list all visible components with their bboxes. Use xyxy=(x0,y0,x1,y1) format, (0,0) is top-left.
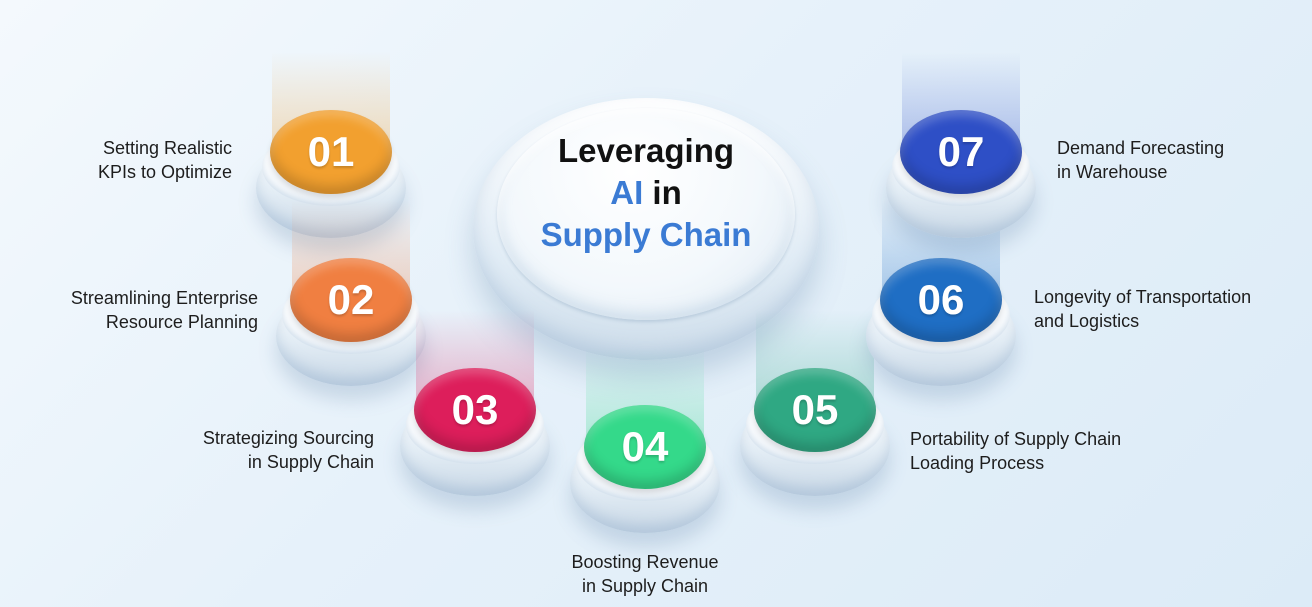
step-04-label-line2: in Supply Chain xyxy=(581,576,709,596)
step-05-label-line1: Portability of Supply Chain xyxy=(910,429,1122,449)
hub-title-in: in xyxy=(643,174,682,211)
step-07-label-line1: Demand Forecasting xyxy=(1057,138,1225,158)
step-02-label: Streamlining Enterprise Resource Plannin… xyxy=(71,286,258,334)
step-02-number: 02 xyxy=(327,276,375,323)
step-07-label: Demand Forecasting in Warehouse xyxy=(1057,136,1224,184)
hub-disc xyxy=(497,108,795,320)
step-03-number: 03 xyxy=(451,386,499,433)
step-01-number: 01 xyxy=(307,128,355,175)
step-06-label-line1: Longevity of Transportation xyxy=(1034,287,1252,307)
step-01-badge: 01 xyxy=(256,52,406,250)
step-06-label: Longevity of Transportation and Logistic… xyxy=(1034,285,1251,333)
step-01-label-line1: Setting Realistic xyxy=(102,138,232,158)
step-04-label: Boosting Revenue in Supply Chain xyxy=(545,550,745,598)
hub-title: Leveraging AI in Supply Chain xyxy=(497,130,795,256)
step-07-disc xyxy=(900,110,1022,194)
step-03-badge: 03 xyxy=(400,310,550,508)
step-04-number: 04 xyxy=(621,423,669,470)
step-07-badge: 07 xyxy=(886,52,1036,250)
step-01-label-line2: KPIs to Optimize xyxy=(97,162,232,182)
step-03-label: Strategizing Sourcing in Supply Chain xyxy=(203,426,374,474)
step-02-label-line1: Streamlining Enterprise xyxy=(70,288,258,308)
step-05-badge: 05 xyxy=(740,310,890,508)
step-02-disc xyxy=(290,258,412,342)
step-05-disc xyxy=(754,368,876,452)
hub-title-line1: Leveraging xyxy=(557,132,735,169)
step-03-disc xyxy=(414,368,536,452)
step-05-label-line2: Loading Process xyxy=(910,453,1045,473)
step-06-disc xyxy=(880,258,1002,342)
step-02-label-line2: Resource Planning xyxy=(105,312,258,332)
step-06-badge: 06 xyxy=(866,200,1016,398)
step-06-label-line2: and Logistics xyxy=(1034,311,1140,331)
step-03-label-line2: in Supply Chain xyxy=(247,452,374,472)
step-06-number: 06 xyxy=(917,276,965,323)
step-04-disc xyxy=(584,405,706,489)
step-01-label: Setting Realistic KPIs to Optimize xyxy=(98,136,232,184)
step-01-disc xyxy=(270,110,392,194)
step-07-label-line2: in Warehouse xyxy=(1057,162,1168,182)
step-05-label: Portability of Supply Chain Loading Proc… xyxy=(910,427,1121,475)
step-04-badge: 04 xyxy=(570,347,720,545)
step-07-number: 07 xyxy=(937,128,985,175)
hub-title-ai: AI xyxy=(610,174,644,211)
step-03-label-line1: Strategizing Sourcing xyxy=(202,428,374,448)
step-02-badge: 02 xyxy=(276,200,426,398)
step-04-label-line1: Boosting Revenue xyxy=(571,552,719,572)
hub-title-line2: AI in xyxy=(497,172,795,214)
hub-title-line3: Supply Chain xyxy=(540,216,752,253)
step-05-number: 05 xyxy=(791,386,839,433)
